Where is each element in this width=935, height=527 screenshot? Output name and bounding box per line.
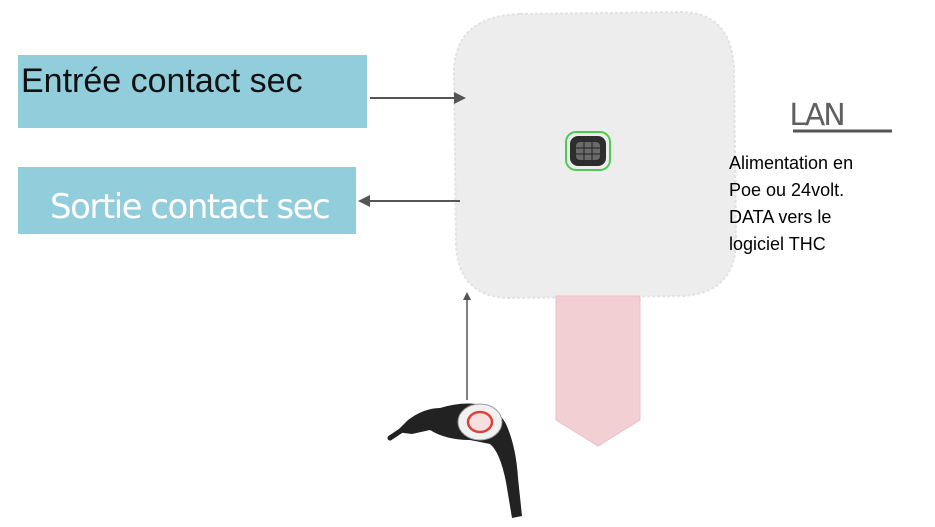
lan-description: Alimentation en Poe ou 24volt. DATA vers… bbox=[729, 150, 929, 258]
wristband-icon bbox=[387, 403, 522, 518]
sensor-icon bbox=[565, 131, 611, 171]
input-contact-label: Entrée contact sec bbox=[18, 55, 367, 128]
lan-line: logiciel THC bbox=[729, 234, 826, 254]
output-contact-label: Sortie contact sec bbox=[18, 167, 356, 234]
lan-title: LAN bbox=[789, 98, 845, 133]
lan-line: Poe ou 24volt. bbox=[729, 180, 845, 200]
lan-line: Alimentation en bbox=[729, 153, 854, 173]
lan-cable bbox=[555, 295, 641, 447]
input-arrow bbox=[370, 92, 466, 104]
wristband-arrow bbox=[463, 292, 471, 400]
output-arrow bbox=[358, 195, 460, 207]
lan-line: DATA vers le bbox=[729, 207, 832, 227]
